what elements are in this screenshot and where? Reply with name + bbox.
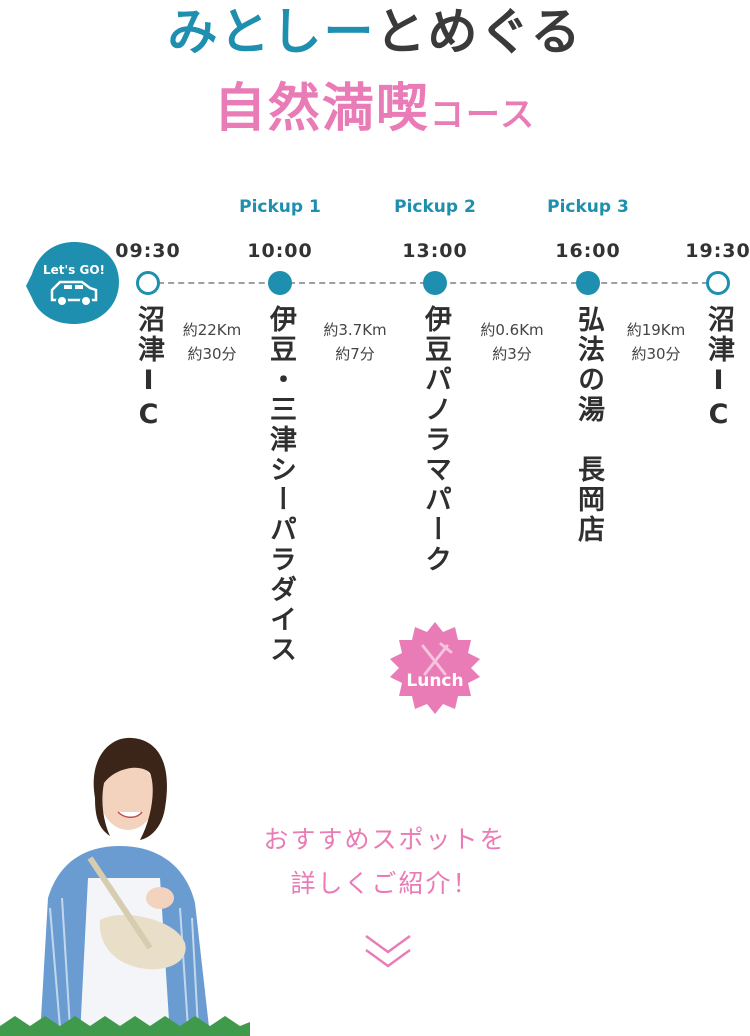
lets-go-text: Let's GO! xyxy=(43,263,105,277)
lets-go-badge: Let's GO! xyxy=(26,242,119,324)
lunch-text: Lunch xyxy=(406,671,463,691)
segment-distance-2: 約3.7Km 約7分 xyxy=(315,318,395,366)
title-course-suffix: コース xyxy=(429,95,537,135)
stop-name-1: 伊豆・三津シーパラダイス xyxy=(265,305,296,665)
stop-name-3: 弘法の湯 長岡店 xyxy=(573,305,604,545)
pickup-label-2: Pickup 2 xyxy=(394,197,476,217)
lunch-badge: Lunch xyxy=(390,622,480,714)
pickup-label-1: Pickup 1 xyxy=(239,197,321,217)
stop-dot-end xyxy=(706,271,730,295)
segment-time: 約7分 xyxy=(335,345,375,363)
segment-km: 約0.6Km xyxy=(480,321,544,339)
stop-dot-3 xyxy=(576,271,600,295)
recommend-line-1: おすすめスポットを xyxy=(263,825,507,854)
stop-time-1: 09:30 xyxy=(115,240,181,262)
fork-knife-icon xyxy=(421,642,453,676)
title-rest: とめぐる xyxy=(375,3,583,61)
car-icon xyxy=(50,280,98,307)
stop-time-2: 10:00 xyxy=(247,240,313,262)
segment-km: 約22Km xyxy=(182,321,242,339)
title-line-2: 自然満喫コース xyxy=(0,76,750,154)
stop-time-3: 13:00 xyxy=(402,240,468,262)
recommend-text: おすすめスポットを 詳しくご紹介！ xyxy=(260,818,510,906)
stop-dot-1 xyxy=(268,271,292,295)
title-course-name: 自然満喫 xyxy=(213,79,430,139)
pickup-label-3: Pickup 3 xyxy=(547,197,629,217)
segment-time: 約30分 xyxy=(631,345,681,363)
stop-name-end: 沼津IC xyxy=(703,305,734,433)
stop-name-2: 伊豆パノラマパーク xyxy=(420,305,451,575)
stop-dot-start xyxy=(136,271,160,295)
recommend-line-2: 詳しくご紹介！ xyxy=(290,869,480,898)
segment-km: 約19Km xyxy=(626,321,686,339)
segment-time: 約30分 xyxy=(187,345,237,363)
stop-name-start: 沼津IC xyxy=(133,305,164,433)
stop-time-5: 19:30 xyxy=(685,240,750,262)
segment-distance-1: 約22Km 約30分 xyxy=(172,318,252,366)
guide-person-photo xyxy=(0,737,250,1036)
stop-dot-2 xyxy=(423,271,447,295)
title-line-1: みとしーとめぐる xyxy=(0,2,750,62)
segment-time: 約3分 xyxy=(492,345,532,363)
title-highlight: みとしー xyxy=(167,3,376,61)
segment-distance-4: 約19Km 約30分 xyxy=(616,318,696,366)
segment-distance-3: 約0.6Km 約3分 xyxy=(472,318,552,366)
chevron-down-icon[interactable] xyxy=(360,930,416,974)
stop-time-4: 16:00 xyxy=(555,240,621,262)
segment-km: 約3.7Km xyxy=(323,321,387,339)
